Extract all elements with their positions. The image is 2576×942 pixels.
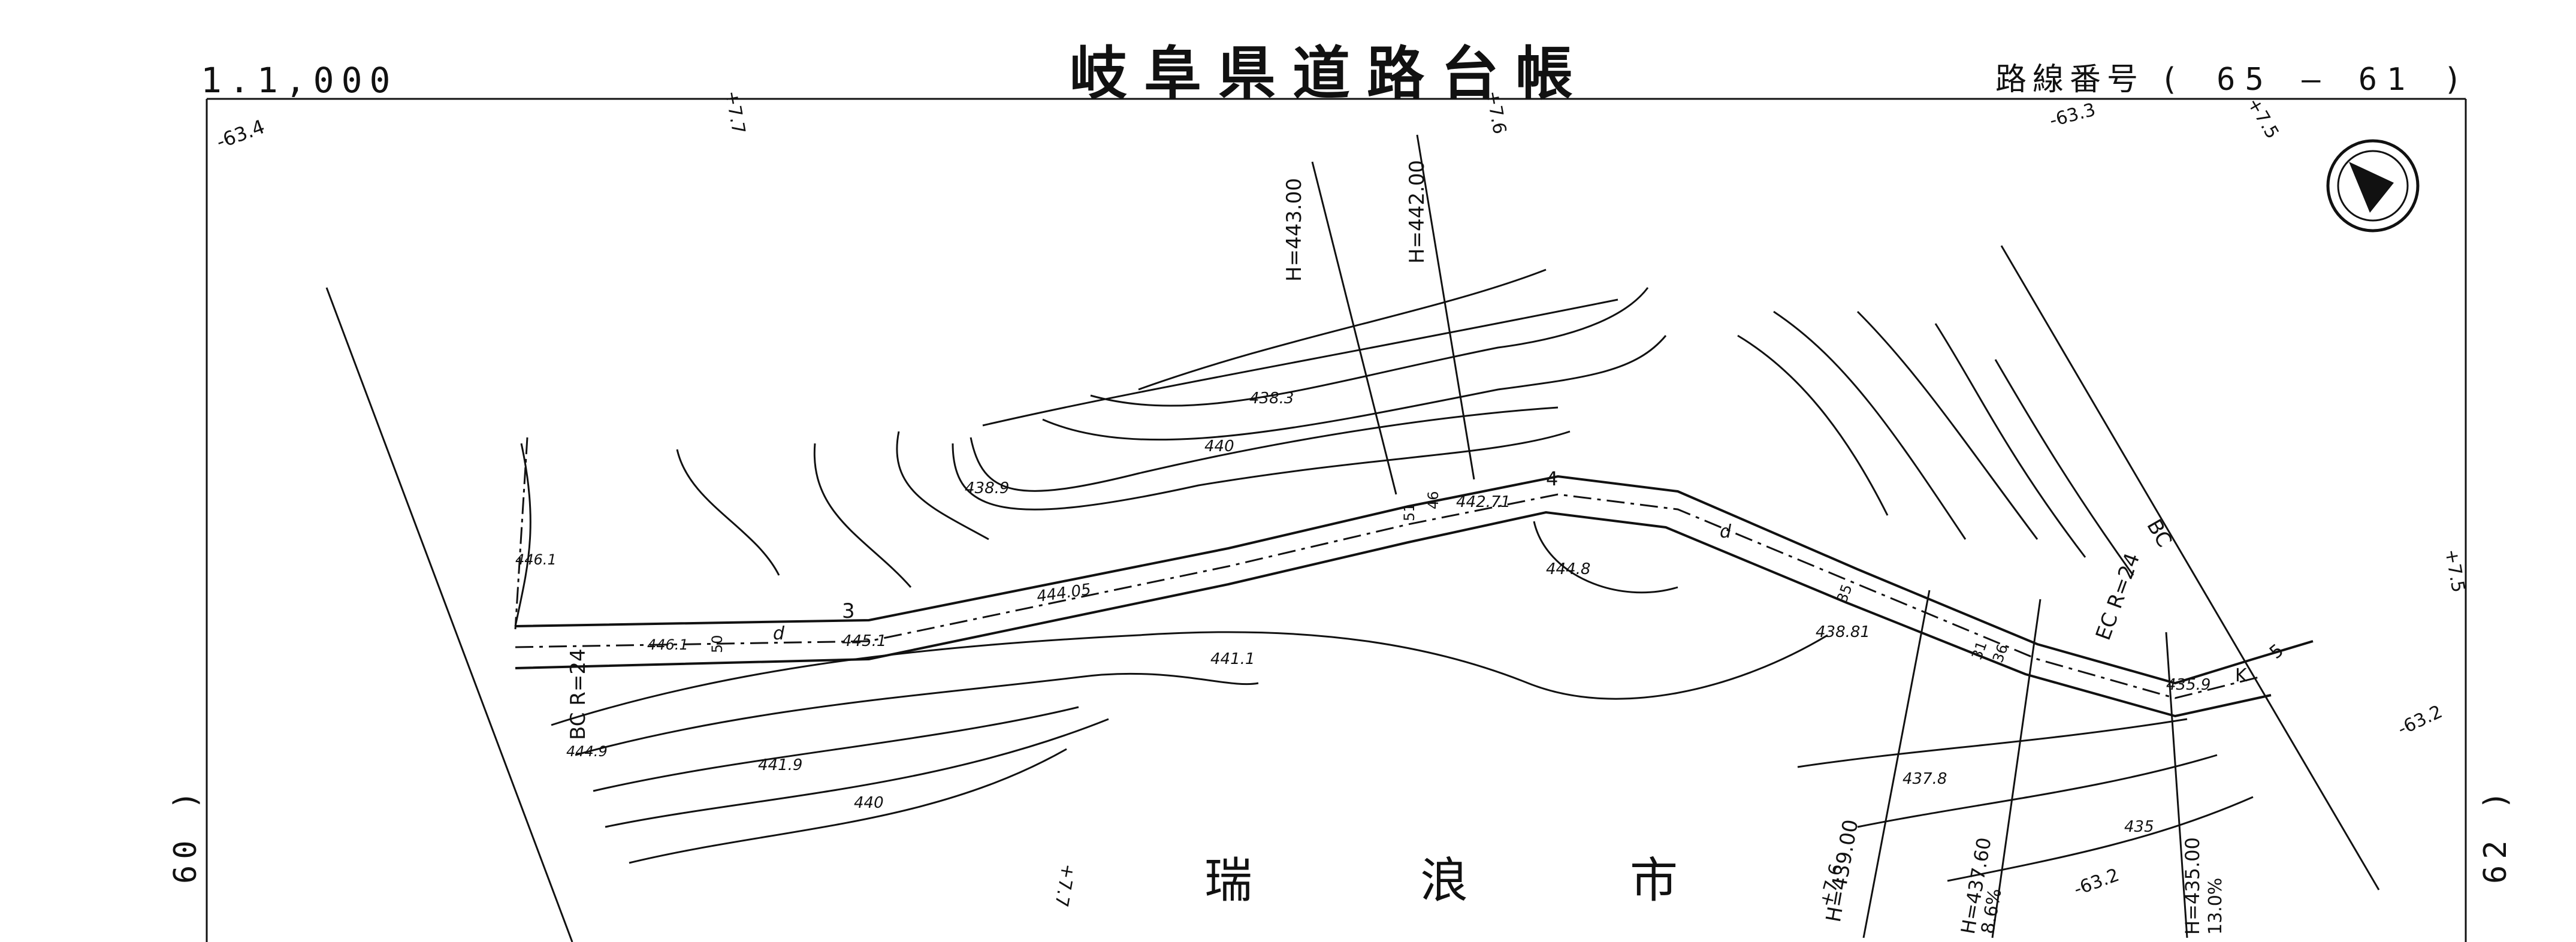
station-line-5 [2165,632,2188,938]
elevation-label: H=443.00 [1282,177,1306,282]
station-line-4 [1991,599,2042,938]
contour-line [1797,718,2188,768]
road-mark: d [1720,521,1732,542]
contour-label: 438.81 [1816,623,1870,641]
contour-label: 442.71 [1456,493,1511,511]
contour-line [1856,310,2039,540]
scale-label: 1.1,000 [201,60,398,101]
contour-label: 437.8 [1902,770,1947,788]
contour-line [1138,268,1547,391]
contour-line [982,298,1618,427]
contour-label: 441.1 [1210,650,1255,668]
contour-line [1994,359,2134,576]
contour-label: 440 [854,794,884,812]
contour-label: 438.9 [965,479,1010,497]
contour-line [593,706,1079,792]
limit-line-left [325,287,573,942]
road-mark: 4 [1546,467,1559,490]
curve-label-bc: BC R=24 [566,648,590,740]
contour-line [1947,796,2254,882]
contour-line [1533,521,1678,594]
contour-line [551,631,1828,726]
contour-line [952,430,1571,511]
contour-line [514,443,531,627]
contour-line [1934,323,2086,558]
city-name-char-3: 市 [1630,853,1678,908]
north-arrow-inner-circle [2337,150,2409,222]
contour-line [813,443,912,588]
contour-label: 446.1 [647,636,688,653]
contour-line [1090,287,1649,407]
road-edge-south [515,511,2272,718]
contour-label: 446.1 [515,551,557,568]
station-line-1 [1311,161,1397,495]
city-name-char-1: 瑞 [1204,853,1252,908]
contour-line [1737,334,1889,516]
station-line-3 [1862,590,1931,938]
limit-line-right [2000,245,2380,890]
adjacent-sheet-right: 62 ) [2478,784,2514,884]
map-title: 岐阜県道路台帳 [1070,40,1590,107]
contour-line [1857,754,2218,828]
route-number: ( 65 — 61 ) [2160,62,2472,98]
elevation-label: H=435.00 [2181,837,2204,935]
contour-label: 444.9 [566,743,608,760]
station-line-2 [1416,134,1475,480]
contour-line [676,449,780,576]
contour-label: 444.8 [1546,560,1591,578]
road-mark: d [773,623,785,644]
route-number-label: 路線番号 ( 65 — 61 ) [1995,54,2472,99]
contour-line [1042,335,1667,441]
road-mark: K [2235,665,2247,686]
road-mark: 3 [842,599,855,623]
boundary-line [514,437,529,630]
contour-label: 435 [2124,818,2154,836]
contour-line [575,672,1259,756]
contour-label: 440 [1204,437,1234,455]
contour-label: 445.1 [842,632,887,650]
contour-label: 438.3 [1249,390,1294,407]
road-mark: 51 [1401,503,1418,521]
road-mark: 46 [1425,491,1442,509]
contour-line [629,748,1067,864]
contour-line [896,431,989,541]
city-name-char-2: 浪 [1420,853,1468,908]
contour-label: 435.9 [2166,676,2211,694]
adjacent-sheet-left: 60 ) [168,784,204,884]
contour-line [970,406,1559,492]
grade-label: 13.0% [2205,877,2226,935]
contour-line [605,718,1109,828]
elevation-label: H=442.00 [1405,159,1429,264]
route-label: 路線番号 [1995,62,2145,98]
road-centerline [515,493,2260,699]
contour-label: 441.9 [758,756,803,774]
north-arrow-icon [2349,162,2394,213]
road-mark: 50 [709,635,726,653]
road-edge-north [515,475,2314,685]
contour-line [1773,310,1967,540]
north-arrow-circle [2326,139,2420,233]
